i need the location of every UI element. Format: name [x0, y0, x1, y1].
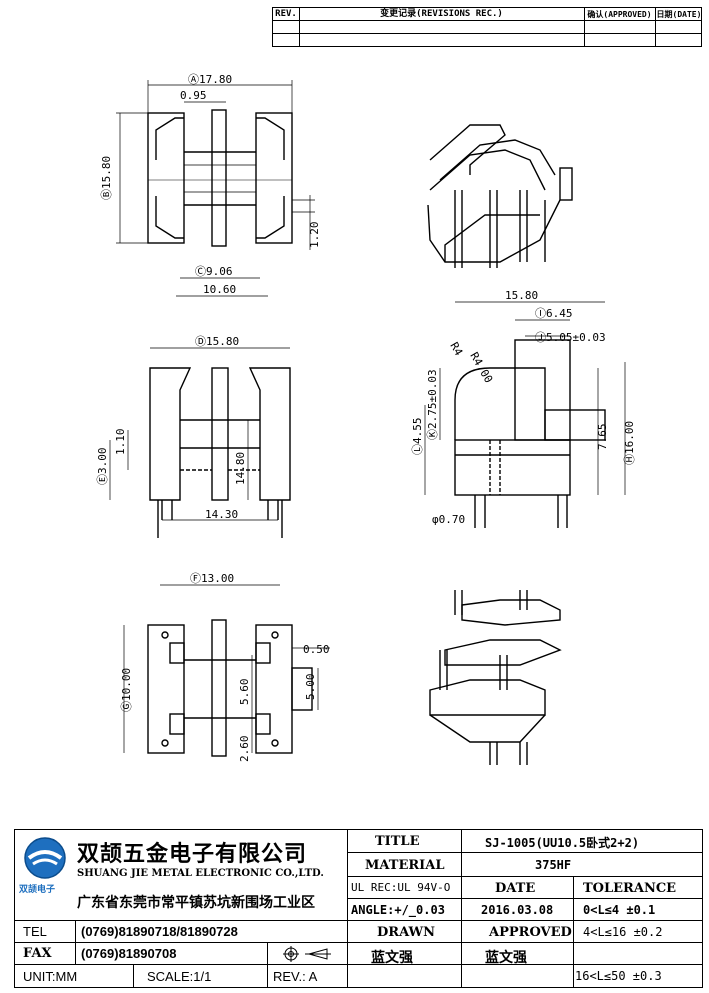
angle: ANGLE:+/_0.03 [351, 903, 445, 917]
dim-side-1580: 15.80 [505, 289, 538, 302]
dim-side-765: 7.65 [596, 424, 609, 451]
bottom-view [147, 619, 313, 757]
dim-top-width: Ⓐ17.80 [188, 73, 232, 86]
material-label: MATERIAL [365, 858, 445, 873]
rev-value: REV.: A [273, 969, 318, 984]
dim-side-645: Ⓘ6.45 [535, 307, 573, 320]
company-address: 广东省东莞市常平镇苏坑新围场工业区 [77, 894, 315, 910]
fax-label: FAX [23, 946, 52, 961]
dim-bottom-1300: Ⓕ13.00 [190, 572, 234, 585]
tel-value: (0769)81890718/81890728 [81, 924, 238, 939]
logo-text: 双颉电子 [19, 884, 56, 894]
dim-front-width: Ⓓ15.80 [195, 335, 239, 348]
dim-top-height: Ⓑ15.80 [100, 156, 113, 200]
ul-rec: UL REC:UL 94V-O [351, 881, 451, 894]
approved-value: 蓝文强 [485, 949, 527, 965]
technical-drawing: Ⓐ17.80 0.95 Ⓑ15.80 1.20 Ⓒ9.06 10.60 Ⓓ15.… [96, 73, 636, 765]
dim-front-110: 1.10 [114, 429, 127, 456]
date-label: DATE [495, 881, 536, 896]
projection-symbol-icon [283, 946, 335, 967]
fax-value: (0769)81890708 [81, 946, 177, 961]
tel-label: TEL [23, 924, 47, 939]
dim-top-1060: 10.60 [203, 283, 236, 296]
drawn-label: DRAWN [377, 925, 435, 940]
dim-side-275: Ⓚ2.75±0.03 [426, 369, 439, 440]
revisions-header: 变更记录(REVISIONS REC.) [380, 9, 503, 19]
unit: UNIT:MM [23, 969, 78, 984]
dim-bottom-050: 0.50 [303, 643, 330, 656]
title-block: 双颉电子 双颉五金电子有限公司 SHUANG JIE METAL ELECTRO… [14, 829, 703, 988]
top-view [147, 109, 293, 247]
material-value: 375HF [535, 858, 572, 872]
company-logo-icon [23, 836, 67, 880]
title-value: SJ-1005(UU10.5卧式2+2) [485, 836, 640, 850]
dim-side-505: Ⓙ5.05±0.03 [535, 331, 606, 344]
dim-front-1480: 14.80 [234, 452, 247, 485]
tolerance-label: TOLERANCE [583, 881, 677, 896]
front-view [149, 367, 291, 538]
drawn-value: 蓝文强 [371, 949, 413, 965]
dim-side-1600: Ⓗ16.00 [623, 421, 636, 465]
date-value: 2016.03.08 [481, 903, 554, 917]
dim-side-070: φ0.70 [432, 513, 465, 526]
revision-table: REV. 变更记录(REVISIONS REC.) 确认(APPROVED) 日… [272, 7, 702, 47]
dim-top-095: 0.95 [180, 89, 207, 102]
dim-front-1430: 14.30 [205, 508, 238, 521]
rev-header: REV. [275, 9, 297, 19]
company-name-cn: 双颉五金电子有限公司 [77, 841, 308, 866]
approved-label: APPROVED [489, 925, 572, 940]
company-name-en: SHUANG JIE METAL ELECTRONIC CO.,LTD. [77, 868, 324, 879]
approved-header: 确认(APPROVED) [587, 10, 652, 19]
tolerance-2: 4<L≤16 ±0.2 [583, 925, 663, 939]
dim-bottom-260: 2.60 [238, 736, 251, 763]
dim-bottom-1000: Ⓖ10.00 [120, 668, 133, 712]
dim-side-455: Ⓛ4.55 [411, 418, 424, 456]
tolerance-3: 16<L≤50 ±0.3 [575, 969, 662, 983]
tolerance-1: 0<L≤4 ±0.1 [583, 903, 656, 917]
side-view [454, 339, 606, 528]
dim-bottom-560: 5.60 [238, 679, 251, 706]
dim-top-906: Ⓒ9.06 [195, 265, 233, 278]
isometric-view-top [427, 124, 573, 268]
scale: SCALE:1/1 [147, 969, 212, 984]
dim-side-r4: R4 [447, 340, 465, 358]
dim-front-300: Ⓔ3.00 [96, 448, 109, 486]
date-header: 日期(DATE) [656, 10, 702, 19]
title-label: TITLE [375, 834, 420, 849]
dim-bottom-500: 5.00 [304, 674, 317, 701]
dim-top-120: 1.20 [308, 222, 321, 249]
isometric-view-bottom [429, 590, 562, 765]
